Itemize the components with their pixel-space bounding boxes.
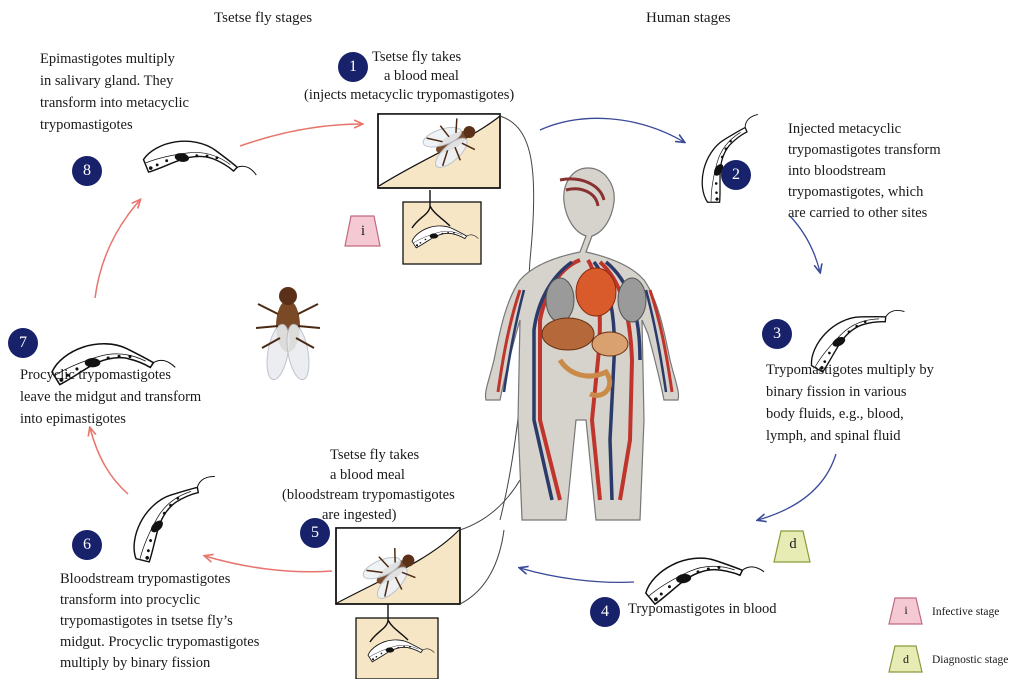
arrow-2-to-3 bbox=[790, 216, 820, 272]
step-6-line-3: trypomastigotes in tsetse fly’s bbox=[60, 612, 233, 631]
step-8-line-2: in salivary gland. They bbox=[40, 72, 173, 91]
step-badge-4: 4 bbox=[590, 597, 620, 627]
parasite-icon-stage-2 bbox=[688, 104, 770, 207]
arrow-4-to-5 bbox=[520, 568, 634, 582]
step-7-line-1: Procyclic trypomastigotes bbox=[20, 366, 171, 385]
step-6-line-5: multiply by binary fission bbox=[60, 654, 210, 673]
bite-panel-5 bbox=[336, 528, 460, 679]
step-3-line-2: binary fission in various bbox=[766, 383, 907, 402]
human-body-icon bbox=[485, 168, 678, 520]
step-4-line-1: Trypomastigotes in blood bbox=[628, 600, 777, 619]
tsetse-fly-icon bbox=[256, 287, 320, 381]
step-2-line-1: Injected metacyclic bbox=[788, 120, 901, 139]
step-1-line-1: Tsetse fly takes bbox=[372, 48, 461, 67]
parasite-icon-stage-8 bbox=[141, 134, 260, 191]
step-5-line-1: Tsetse fly takes bbox=[330, 446, 419, 465]
step-badge-2: 2 bbox=[721, 160, 751, 190]
step-6-line-1: Bloodstream trypomastigotes bbox=[60, 570, 230, 589]
legend-infective-label: Infective stage bbox=[932, 606, 999, 618]
diagnostic-marker-letter: d bbox=[786, 535, 800, 554]
step-badge-6: 6 bbox=[72, 530, 102, 560]
step-5-line-2: a blood meal bbox=[330, 466, 405, 485]
step-badge-7: 7 bbox=[8, 328, 38, 358]
parasite-icon-stage-6 bbox=[118, 461, 226, 567]
step-5-line-4: are ingested) bbox=[322, 506, 396, 525]
legend-diagnostic-letter: d bbox=[900, 650, 912, 669]
step-2-line-4: trypomastigotes, which bbox=[788, 183, 923, 202]
step-6-line-4: midgut. Procyclic trypomastigotes bbox=[60, 633, 259, 652]
step-badge-3: 3 bbox=[762, 319, 792, 349]
step-3-line-3: body fluids, e.g., blood, bbox=[766, 405, 904, 424]
step-2-line-3: into bloodstream bbox=[788, 162, 886, 181]
step-badge-8: 8 bbox=[72, 156, 102, 186]
legend-infective-letter: i bbox=[900, 601, 912, 620]
step-2-line-5: are carried to other sites bbox=[788, 204, 927, 223]
step-8-line-3: transform into metacyclic bbox=[40, 94, 189, 113]
arrow-8-to-1 bbox=[240, 124, 362, 146]
legend-diagnostic-label: Diagnostic stage bbox=[932, 654, 1008, 666]
header-human-stages: Human stages bbox=[646, 10, 731, 27]
step-1-line-2: a blood meal bbox=[384, 67, 459, 86]
step-3-line-4: lymph, and spinal fluid bbox=[766, 427, 901, 446]
arrow-3-to-4 bbox=[758, 454, 836, 520]
step-8-line-1: Epimastigotes multiply bbox=[40, 50, 175, 69]
arrow-6-to-7 bbox=[90, 428, 128, 494]
step-7-line-3: into epimastigotes bbox=[20, 410, 126, 429]
step-6-line-2: transform into procyclic bbox=[60, 591, 200, 610]
step-2-line-2: trypomastigotes transform bbox=[788, 141, 941, 160]
step-5-line-3: (bloodstream trypomastigotes bbox=[282, 486, 455, 505]
step-3-line-1: Trypomastigotes multiply by bbox=[766, 361, 934, 380]
header-tsetse-stages: Tsetse fly stages bbox=[214, 10, 312, 27]
bite-panel-1 bbox=[378, 111, 500, 264]
step-1-line-3: (injects metacyclic trypomastigotes) bbox=[304, 86, 514, 105]
infective-marker-letter: i bbox=[357, 222, 369, 241]
step-badge-1: 1 bbox=[338, 52, 368, 82]
parasite-icon-stage-4 bbox=[642, 549, 766, 605]
step-7-line-2: leave the midgut and transform bbox=[20, 388, 201, 407]
step-8-line-4: trypomastigotes bbox=[40, 116, 133, 135]
arrow-1-to-2 bbox=[540, 118, 684, 142]
arrow-7-to-8 bbox=[95, 200, 140, 298]
